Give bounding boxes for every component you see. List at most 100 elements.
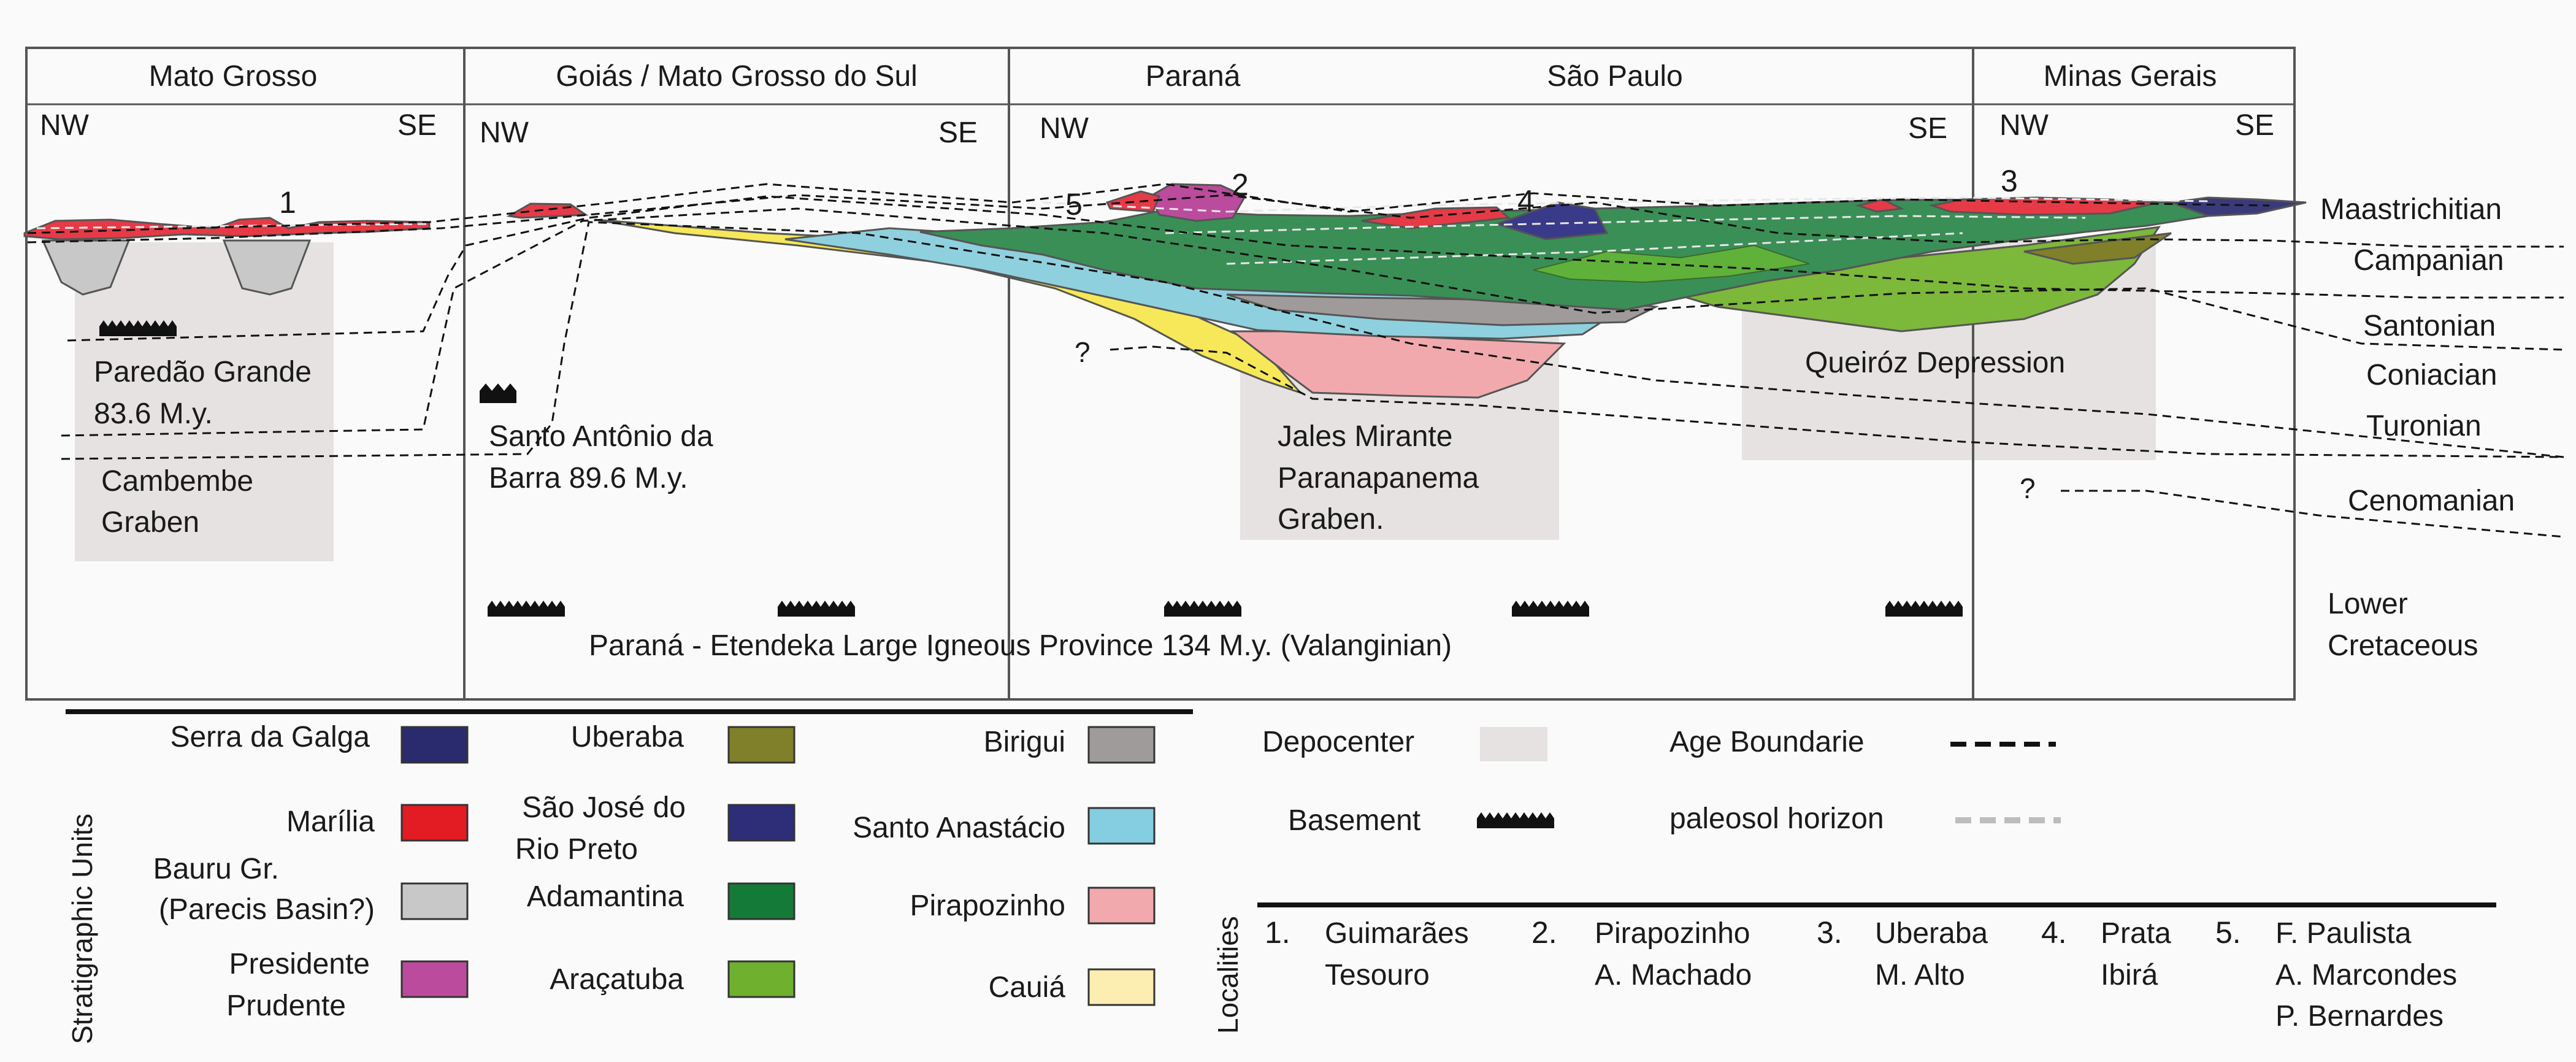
legend-swatch-marilia — [401, 804, 469, 842]
orientation-nw-parana: NW — [1040, 112, 1089, 145]
age-label-cenomanian: Cenomanian — [2348, 485, 2515, 517]
legend-label-pirapozinho: Pirapozinho — [910, 890, 1066, 922]
basement-icon-2 — [778, 601, 855, 617]
depocenter-box-paredao — [75, 242, 334, 561]
age-label-turonian: Turonian — [2366, 410, 2482, 442]
legend-swatch-adamantina — [727, 882, 795, 920]
orientation-se-minas: SE — [2235, 109, 2274, 142]
locality-2-name-2: A. Machado — [1595, 959, 1752, 991]
legend-swatch-presidente-prudente — [401, 960, 469, 998]
legend-swatch-birigui — [1087, 726, 1156, 764]
legend-swatch-santo-anastacio — [1087, 807, 1156, 845]
locality-marker-3: 3 — [2001, 164, 2018, 198]
legend-swatch-sao-jose-rio-preto — [727, 804, 795, 842]
legend-depocenter-label: Depocenter — [1262, 726, 1414, 758]
age-line-santonian — [67, 195, 2564, 342]
locality-marker-2: 2 — [1232, 167, 1249, 202]
region-title-parana: Paraná — [1146, 60, 1241, 93]
basement-icon-1 — [488, 601, 565, 617]
question-mark-minas: ? — [2020, 472, 2036, 504]
legend-label-rio-preto: Rio Preto — [515, 833, 638, 866]
basement-icon-3 — [1164, 601, 1241, 617]
localities-list: 1. Guimarães Tesouro 2. Pirapozinho A. M… — [1265, 915, 2457, 1033]
locality-3-name-2: M. Alto — [1875, 959, 1965, 991]
legend-label-birigui: Birigui — [984, 726, 1065, 758]
marilia-minas — [1928, 196, 2160, 216]
locality-num-1: 1. — [1265, 915, 1290, 950]
basement-icon-santo-antonio — [480, 383, 516, 403]
locality-marker-4: 4 — [1517, 184, 1535, 218]
legend-label-santo-anastacio: Santo Anastácio — [853, 812, 1065, 844]
legend-swatch-pirapozinho — [1087, 887, 1156, 925]
orientation-nw-mato-grosso: NW — [40, 109, 90, 142]
jales-label: Jales Mirante — [1278, 420, 1452, 453]
legend-swatch-bauru-gr — [401, 882, 469, 920]
marilia-mato-grosso — [23, 217, 431, 240]
age-line-campanian — [27, 194, 2564, 248]
marilia-minas-small — [1855, 198, 1905, 213]
legend-label-uberaba: Uberaba — [571, 721, 684, 753]
legend-units: Serra da Galga Marília Bauru Gr. (Pareci… — [153, 721, 1156, 1022]
adamantina-unit — [919, 198, 2258, 311]
locality-num-2: 2. — [1531, 915, 1557, 950]
legend-label-cauia: Cauiá — [989, 971, 1066, 1004]
cambembe-label: Cambembe — [101, 465, 253, 498]
presidente-prudente-unit — [1149, 183, 1247, 222]
legend-label-sao-jose: São José do — [522, 791, 686, 824]
orientation-nw-goias: NW — [480, 117, 529, 149]
locality-num-3: 3. — [1817, 915, 1842, 950]
locality-2-name-1: Pirapozinho — [1595, 917, 1750, 950]
legend-basement-icon — [1477, 812, 1554, 828]
legend-swatch-cauia — [1087, 968, 1156, 1006]
legend-label-parecis-basin: (Parecis Basin?) — [159, 893, 375, 926]
age-boundaries — [27, 183, 2564, 538]
legend-swatch-aracatuba — [727, 960, 795, 998]
orientation-se-sao-paulo: SE — [1908, 112, 1947, 145]
age-line-coniacian — [61, 207, 2564, 437]
region-title-mato-grosso: Mato Grosso — [149, 60, 318, 93]
legend-swatch-uberaba — [727, 726, 795, 764]
legend-paleosol-label: paleosol horizon — [1669, 802, 1884, 835]
age-line-cenomanian-left — [1110, 345, 2564, 458]
age-label-santonian: Santonian — [2363, 310, 2496, 342]
marilia-sao-paulo — [1361, 206, 1511, 229]
age-line-cenomanian-right — [2061, 490, 2564, 538]
legend-label-prudente: Prudente — [226, 990, 346, 1022]
stratigraphic-units-title: Stratigraphic Units — [66, 814, 98, 1044]
basement-caption: Paraná - Etendeka Large Igneous Province… — [589, 629, 1452, 662]
legend-label-marilia: Marília — [286, 806, 375, 838]
legend-depocenter-swatch — [1480, 727, 1547, 761]
queiroz-depression-label: Queiróz Depression — [1805, 347, 2065, 379]
paredao-grande-label: Paredão Grande — [94, 356, 312, 388]
locality-4-name-2: Ibirá — [2101, 959, 2158, 991]
paranapanema-label: Paranapanema — [1278, 462, 1479, 494]
locality-4-name-1: Prata — [2101, 917, 2171, 950]
legend-label-serra-da-galga: Serra da Galga — [170, 721, 370, 753]
basement-symbols — [99, 320, 1963, 617]
bauru-parecis-basin-right — [222, 239, 312, 296]
age-label-cretaceous: Cretaceous — [2328, 629, 2478, 662]
locality-num-5: 5. — [2215, 915, 2241, 950]
age-label-campanian: Campanian — [2353, 244, 2504, 277]
legend-label-bauru-gr: Bauru Gr. — [153, 853, 279, 885]
region-title-goias: Goiás / Mato Grosso do Sul — [556, 60, 918, 93]
uberaba-unit — [2023, 232, 2172, 265]
locality-marker-1: 1 — [279, 185, 296, 220]
santo-antonio-age: Barra 89.6 M.y. — [489, 462, 688, 494]
paredao-grande-age: 83.6 M.y. — [94, 398, 213, 430]
cambembe-graben-label: Graben — [101, 506, 199, 539]
marilia-goias-cap — [506, 202, 589, 219]
basement-icon-5 — [1885, 601, 1963, 617]
age-label-coniacian: Coniacian — [2366, 359, 2497, 391]
legend-basement-label: Basement — [1288, 804, 1420, 837]
legend-age-boundary-label: Age Boundarie — [1669, 726, 1865, 758]
age-line-turonian — [61, 221, 2564, 460]
region-title-minas-gerais: Minas Gerais — [2044, 60, 2217, 93]
basement-icon-4 — [1512, 601, 1589, 617]
age-label-maastrichtian: Maastrichitian — [2320, 193, 2502, 226]
graben-label: Graben. — [1278, 503, 1384, 536]
locality-5-name-1: F. Paulista — [2275, 917, 2412, 950]
orientation-se-goias: SE — [938, 117, 978, 149]
section-frame — [25, 47, 2296, 701]
